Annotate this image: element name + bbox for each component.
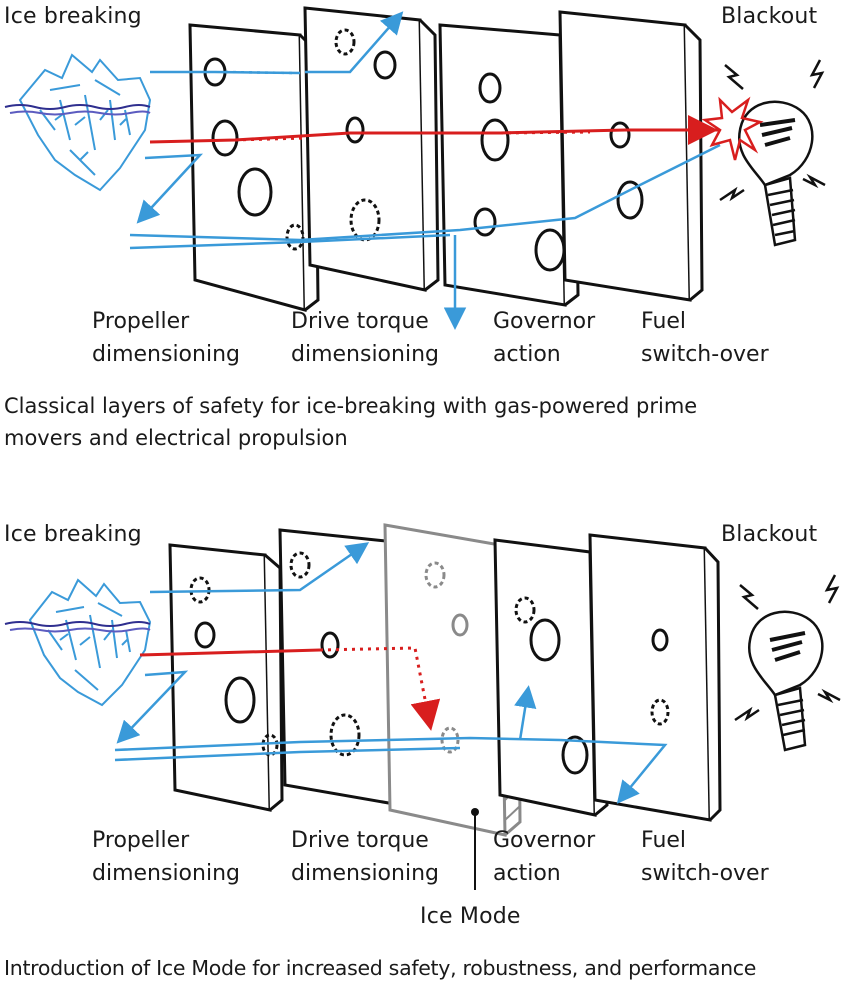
caption-1-line2: movers and electrical propulsion	[4, 426, 348, 450]
ice-mode-label: Ice Mode	[420, 904, 521, 929]
layer-label-governor-2: Governor action	[493, 824, 693, 890]
layer-label-line1: Propeller	[92, 309, 190, 334]
threat-path-2	[139, 648, 321, 657]
iceberg-icon-2	[28, 578, 152, 707]
layer-label-fuel-1: Fuel switch-over	[641, 305, 841, 371]
start-label-2: Ice breaking	[4, 522, 142, 547]
iceberg-icon	[18, 53, 152, 192]
lightbulb-icon-2	[734, 574, 841, 752]
start-label-1: Ice breaking	[4, 4, 142, 29]
water-line-2	[4, 621, 151, 633]
layer-label-fuel-2: Fuel switch-over	[641, 824, 841, 890]
mitigation-flows-2	[114, 542, 668, 804]
water-line	[4, 104, 151, 116]
layer-label-line1: Propeller	[92, 828, 190, 853]
layer-label-line1: Drive torque	[291, 828, 429, 853]
layer-plate-2	[303, 6, 440, 292]
layer-plate-2-4	[588, 533, 722, 822]
mitigation-flows	[129, 11, 721, 330]
ice-mode-pointer-dot	[471, 808, 479, 816]
layer-plate-4	[558, 10, 704, 302]
layer-label-line1: Fuel	[641, 828, 687, 853]
layer-label-line2: dimensioning	[92, 861, 240, 886]
layer-label-governor-1: Governor action	[493, 305, 693, 371]
lightbulb-icon	[719, 59, 826, 247]
layer-label-line1: Governor	[493, 828, 596, 853]
layer-label-line2: switch-over	[641, 861, 769, 886]
layer-label-line2: action	[493, 342, 561, 367]
layer-label-line2: dimensioning	[291, 861, 439, 886]
layer-label-line2: action	[493, 861, 561, 886]
layer-plate-3	[438, 23, 580, 307]
burst-icon	[701, 96, 764, 161]
layer-label-propeller-1: Propeller dimensioning	[92, 305, 292, 371]
layer-plate-2-1	[168, 543, 284, 812]
layer-label-drive-torque-2: Drive torque dimensioning	[291, 824, 491, 890]
layer-label-line1: Fuel	[641, 309, 687, 334]
layer-label-propeller-2: Propeller dimensioning	[92, 824, 292, 890]
caption-1-line1: Classical layers of safety for ice-break…	[4, 394, 698, 418]
layer-label-line2: dimensioning	[92, 342, 240, 367]
layer-label-line1: Governor	[493, 309, 596, 334]
end-label-2: Blackout	[721, 522, 818, 547]
end-label-1: Blackout	[721, 4, 818, 29]
layer-label-line2: switch-over	[641, 342, 769, 367]
caption-2: Introduction of Ice Mode for increased s…	[4, 956, 757, 980]
layer-label-line2: dimensioning	[291, 342, 439, 367]
layer-label-drive-torque-1: Drive torque dimensioning	[291, 305, 491, 371]
layer-label-line1: Drive torque	[291, 309, 429, 334]
layer-plate-1	[188, 23, 320, 312]
